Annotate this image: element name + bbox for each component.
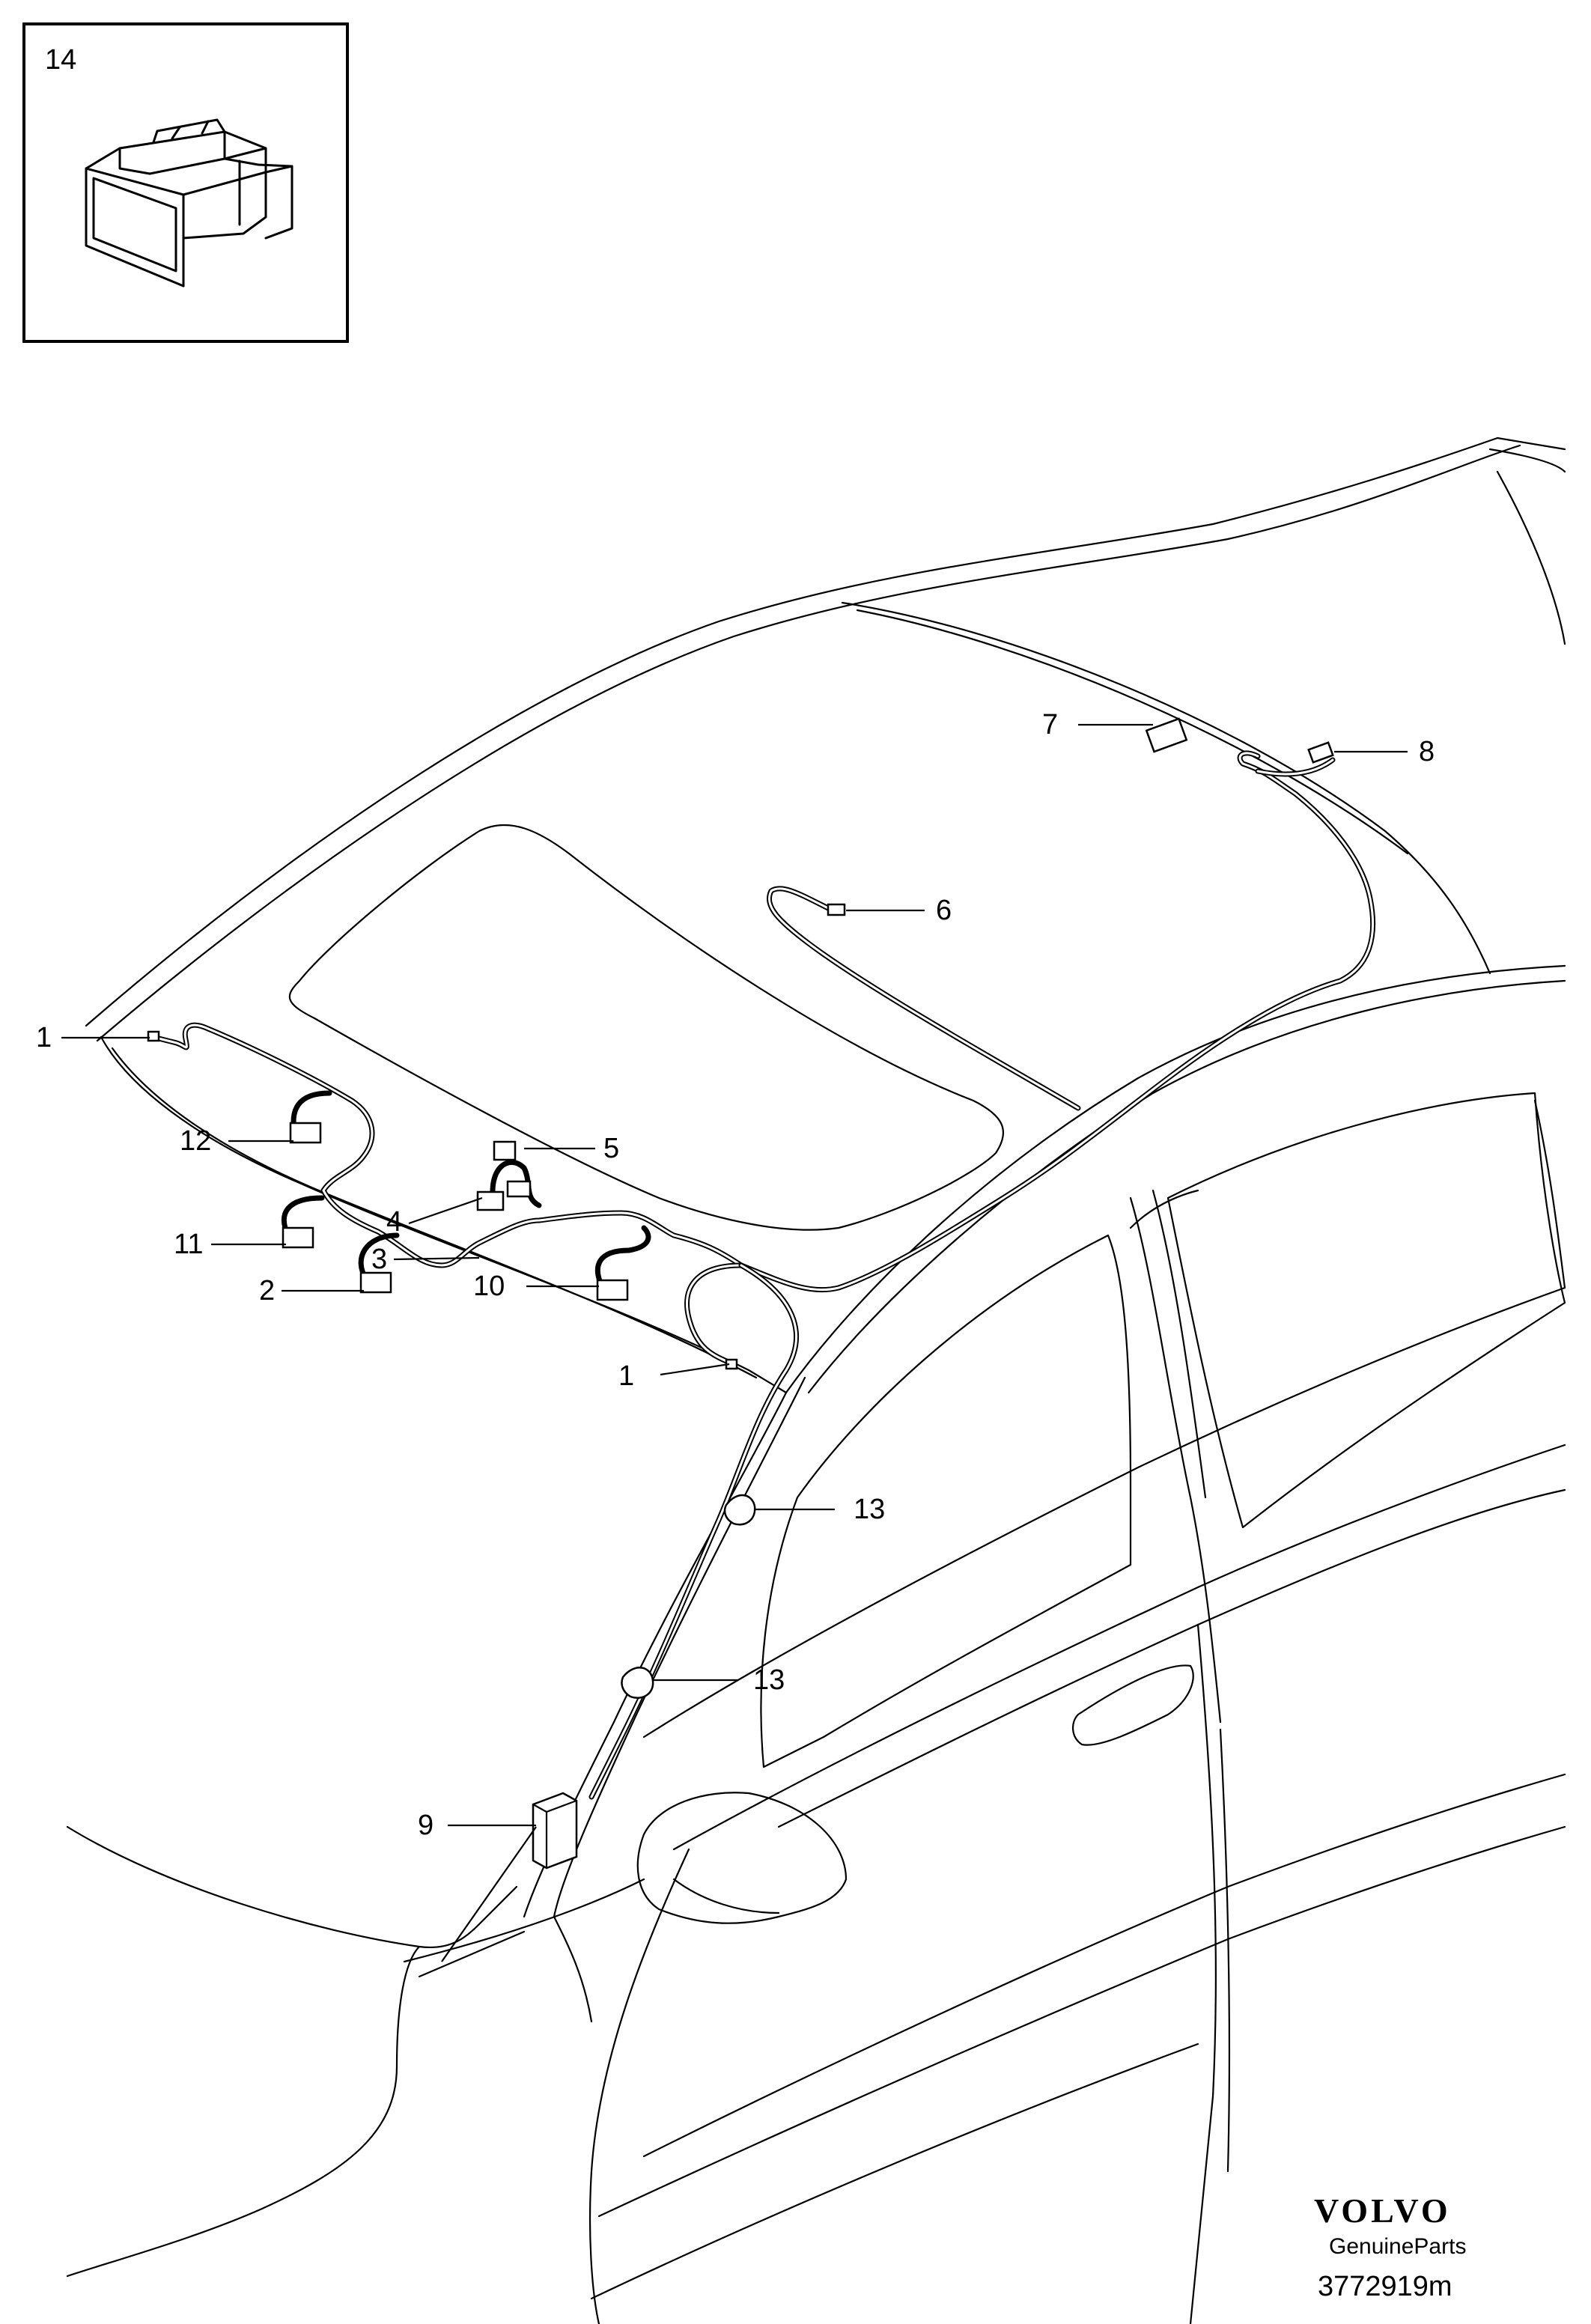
connector-5	[493, 1140, 517, 1161]
callout-10: 10	[473, 1271, 505, 1302]
wiring-harness	[153, 750, 1376, 1800]
volvo-logo-text: VOLVO	[1314, 2191, 1451, 2230]
inset-panel: 14	[22, 22, 349, 343]
callout-4: 4	[386, 1206, 402, 1238]
harness-branch-8	[1255, 757, 1336, 777]
harness-main-run	[153, 750, 1376, 1293]
callout-7: 7	[1042, 709, 1058, 740]
callout-5: 5	[603, 1133, 619, 1164]
connector-8	[1307, 741, 1334, 764]
callout-9: 9	[418, 1810, 434, 1841]
callout-13a: 13	[854, 1494, 885, 1525]
door-handle	[1072, 1664, 1194, 1746]
callout-1b: 1	[618, 1360, 634, 1392]
connector-7	[1145, 717, 1188, 753]
hood-outline	[66, 1825, 481, 1949]
front-door-window	[760, 1234, 1132, 1768]
callout-13b: 13	[753, 1664, 785, 1696]
connector-10	[596, 1279, 629, 1301]
diagram-reference-number: 3772919m	[1318, 2271, 1452, 2302]
connector-14-drawing	[85, 118, 293, 288]
windshield-edge	[100, 1035, 788, 1394]
leader-lines	[61, 723, 1408, 1962]
harness-branch-6	[766, 886, 1081, 1111]
roof-outer-edge	[85, 436, 1566, 1027]
control-module-9	[532, 1792, 578, 1870]
car-body-outline	[66, 436, 1566, 2324]
callout-6: 6	[936, 895, 952, 926]
connector-12	[289, 1122, 322, 1144]
connector-3	[476, 1190, 505, 1211]
branding: VOLVO GenuineParts 3772919m	[1314, 2191, 1466, 2302]
callout-1a: 1	[36, 1022, 52, 1053]
connector-11	[282, 1226, 314, 1249]
connector-4	[506, 1180, 532, 1198]
harness-branch-1b	[684, 1262, 744, 1367]
connector-6	[827, 903, 846, 916]
clip-13b	[621, 1667, 654, 1699]
callout-11: 11	[174, 1229, 203, 1260]
clip-13a	[723, 1494, 756, 1526]
harness-branch-a-pillar	[588, 1262, 799, 1800]
genuine-parts-text: GenuineParts	[1329, 2234, 1466, 2259]
side-mirror	[636, 1792, 848, 1924]
connector-2	[359, 1271, 392, 1294]
inset-label: 14	[45, 44, 76, 76]
callout-2: 2	[259, 1275, 275, 1307]
inset-border	[22, 22, 349, 343]
callout-3: 3	[371, 1244, 387, 1275]
callout-12: 12	[180, 1125, 211, 1157]
callout-8: 8	[1419, 736, 1435, 767]
connectors	[147, 717, 1334, 1870]
callout-labels: 1 12 11 2 3 4 5 6 7 8 9 10 1 13 13	[36, 709, 1435, 1841]
sunroof-outline	[288, 824, 1005, 1231]
rear-door-window	[1166, 1092, 1566, 1529]
connector-1a	[147, 1030, 160, 1042]
